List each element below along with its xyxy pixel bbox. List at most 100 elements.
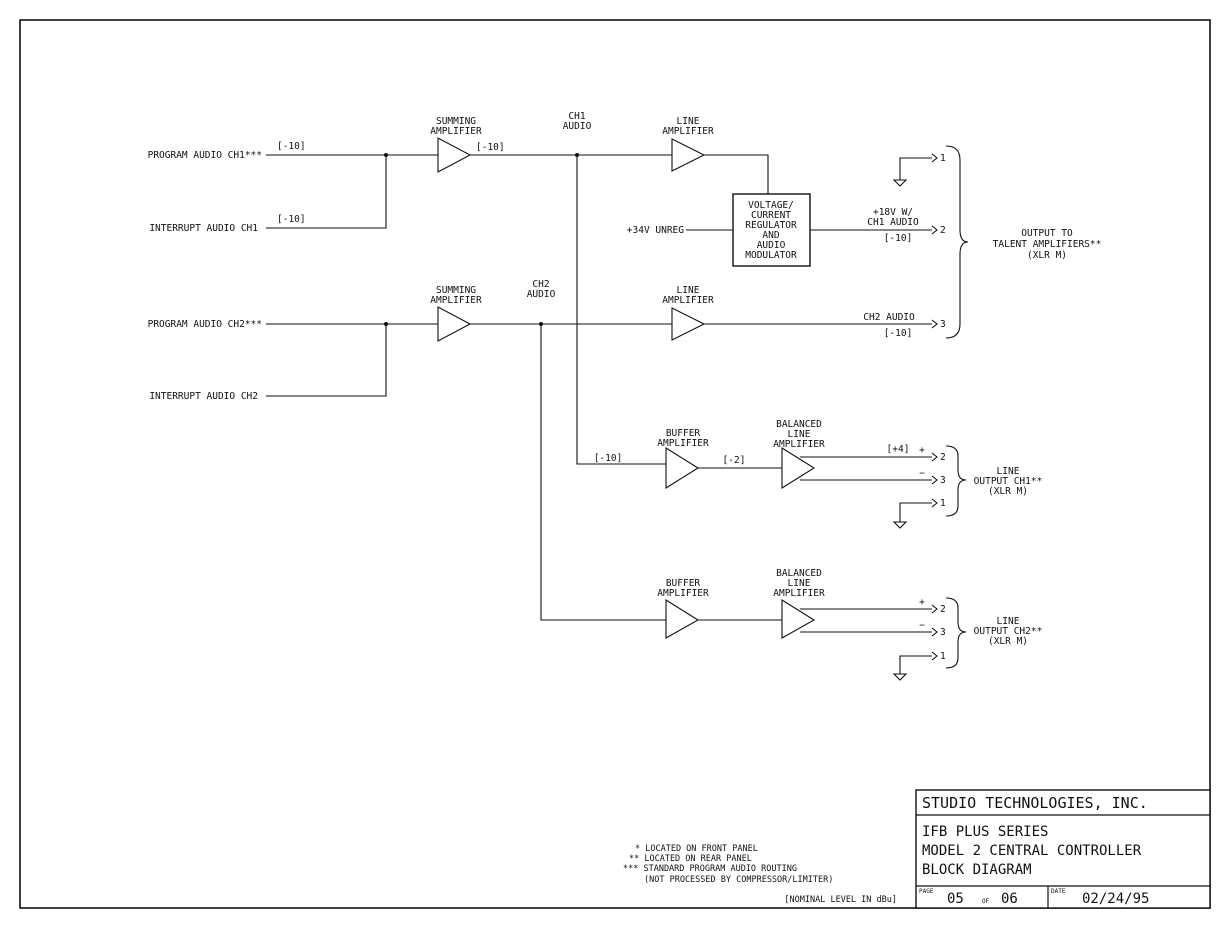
label-balanced-2a: BALANCED (776, 568, 822, 579)
level-balanced-out-ch1: [+4] (887, 444, 910, 455)
buffer-amplifier-ch2 (665, 599, 700, 639)
label-balanced-2c: AMPLIFIER (773, 588, 825, 599)
page-field-label: PAGE (919, 888, 934, 895)
regulator-line-4: AND (762, 230, 779, 241)
arrow-ch1-pin3 (931, 475, 938, 485)
pin-talent-3: 3 (940, 319, 946, 330)
label-talent-output-c: (XLR M) (1027, 250, 1067, 261)
sign-minus-ch2: − (919, 620, 925, 631)
label-line-output-ch2-c: (XLR M) (988, 636, 1028, 647)
label-line-output-ch2-a: LINE (997, 616, 1020, 627)
company-name: STUDIO TECHNOLOGIES, INC. (922, 794, 1148, 812)
label-buffer-1a: BUFFER (666, 428, 701, 439)
label-talent-output-a: OUTPUT TO (1021, 228, 1073, 239)
ground-icon-ch1 (892, 521, 908, 529)
label-line-amp-2b: AMPLIFIER (662, 295, 714, 306)
summing-amplifier-ch2 (437, 306, 472, 342)
label-line-output-ch1-c: (XLR M) (988, 486, 1028, 497)
pin-ch2-3: 3 (940, 627, 946, 638)
ground-icon-ch2 (892, 673, 908, 681)
label-summing-1a: SUMMING (436, 116, 476, 127)
level-buffer-out-ch1: [-2] (723, 455, 746, 466)
sign-plus-ch1: + (919, 445, 925, 456)
arrow-ch1-pin1 (931, 498, 938, 508)
regulator-line-1: VOLTAGE/ (748, 200, 794, 211)
wire-int-ch2 (266, 324, 387, 397)
pin-talent-1: 1 (940, 153, 946, 164)
label-ch2-audio-out: CH2 AUDIO (863, 312, 915, 323)
brace-line-output-ch1 (945, 445, 967, 517)
date-field-label: DATE (1051, 888, 1066, 895)
label-ch1-node-b: AUDIO (563, 121, 592, 132)
label-ch1-node-a: CH1 (568, 111, 585, 122)
label-balanced-1b: LINE (788, 429, 811, 440)
pin-ch1-2: 2 (940, 452, 946, 463)
level-int-ch1: [-10] (277, 214, 306, 225)
regulator-line-3: REGULATOR (745, 220, 797, 231)
page-of: OF (982, 898, 990, 905)
title-model: MODEL 2 CENTRAL CONTROLLER (922, 843, 1142, 859)
label-line-amp-1a: LINE (677, 116, 700, 127)
wire-ch1-pin1 (899, 502, 932, 522)
label-18v-a: +18V W/ (873, 207, 913, 218)
note-not-processed: (NOT PROCESSED BY COMPRESSOR/LIMITER) (644, 875, 833, 885)
level-buffer-in-ch1: [-10] (594, 453, 623, 464)
label-balanced-1c: AMPLIFIER (773, 439, 825, 450)
note-front-panel: * LOCATED ON FRONT PANEL (635, 844, 758, 854)
label-buffer-2b: AMPLIFIER (657, 588, 709, 599)
arrow-talent-pin1 (931, 153, 938, 163)
summing-amplifier-ch1 (437, 137, 472, 173)
date-value: 02/24/95 (1082, 891, 1149, 907)
pin-ch1-3: 3 (940, 475, 946, 486)
regulator-line-2: CURRENT (751, 210, 791, 221)
regulator-line-6: MODULATOR (745, 250, 797, 261)
wire-ch2-buffer-feed (540, 324, 666, 621)
label-summing-1b: AMPLIFIER (430, 126, 482, 137)
label-talent-output-b: TALENT AMPLIFIERS** (993, 239, 1102, 250)
sign-minus-ch1: − (919, 468, 925, 479)
buffer-amplifier-ch1 (665, 447, 700, 489)
wire-talent-pin1 (899, 157, 932, 180)
label-line-output-ch2-b: OUTPUT CH2** (974, 626, 1043, 637)
arrow-talent-pin3 (931, 319, 938, 329)
label-line-output-ch1-b: OUTPUT CH1** (974, 476, 1043, 487)
note-rear-panel: ** LOCATED ON REAR PANEL (629, 854, 752, 864)
level-regulator-out: [-10] (884, 233, 913, 244)
ground-icon-talent (892, 179, 908, 187)
brace-line-output-ch2 (945, 597, 967, 669)
label-34v-unreg: +34V UNREG (627, 225, 684, 236)
pin-ch2-2: 2 (940, 604, 946, 615)
balanced-amplifier-ch2 (781, 599, 816, 639)
arrow-talent-pin2 (931, 225, 938, 235)
brace-talent-output (945, 145, 969, 339)
label-ch2-node-a: CH2 (532, 279, 549, 290)
label-summing-2a: SUMMING (436, 285, 476, 296)
arrow-ch2-pin3 (931, 627, 938, 637)
arrow-ch2-pin1 (931, 651, 938, 661)
pin-ch2-1: 1 (940, 651, 946, 662)
page-number: 05 (947, 891, 964, 907)
label-line-amp-1b: AMPLIFIER (662, 126, 714, 137)
junction-ch2-sum (384, 322, 388, 326)
junction-ch1-sum (384, 153, 388, 157)
title-block-diagram: BLOCK DIAGRAM (922, 862, 1032, 878)
label-line-amp-2a: LINE (677, 285, 700, 296)
wire-int-ch1 (266, 155, 387, 229)
label-balanced-1a: BALANCED (776, 419, 822, 430)
label-buffer-2a: BUFFER (666, 578, 701, 589)
level-ch2-line-out: [-10] (884, 328, 913, 339)
label-interrupt-audio-ch2: INTERRUPT AUDIO CH2 (149, 391, 258, 402)
level-prog-ch1: [-10] (277, 141, 306, 152)
wire-ch2-pin1 (899, 655, 932, 674)
wire-ch1-buffer-feed (576, 155, 666, 465)
label-line-output-ch1-a: LINE (997, 466, 1020, 477)
sign-plus-ch2: + (919, 597, 925, 608)
title-block (915, 789, 1211, 909)
arrow-ch1-pin2 (931, 452, 938, 462)
label-summing-2b: AMPLIFIER (430, 295, 482, 306)
note-nominal-level: [NOMINAL LEVEL IN dBu] (784, 895, 897, 905)
page-total: 06 (1001, 891, 1018, 907)
label-ch2-node-b: AUDIO (527, 289, 556, 300)
regulator-line-5: AUDIO (757, 240, 786, 251)
drawing-border (19, 19, 1211, 909)
